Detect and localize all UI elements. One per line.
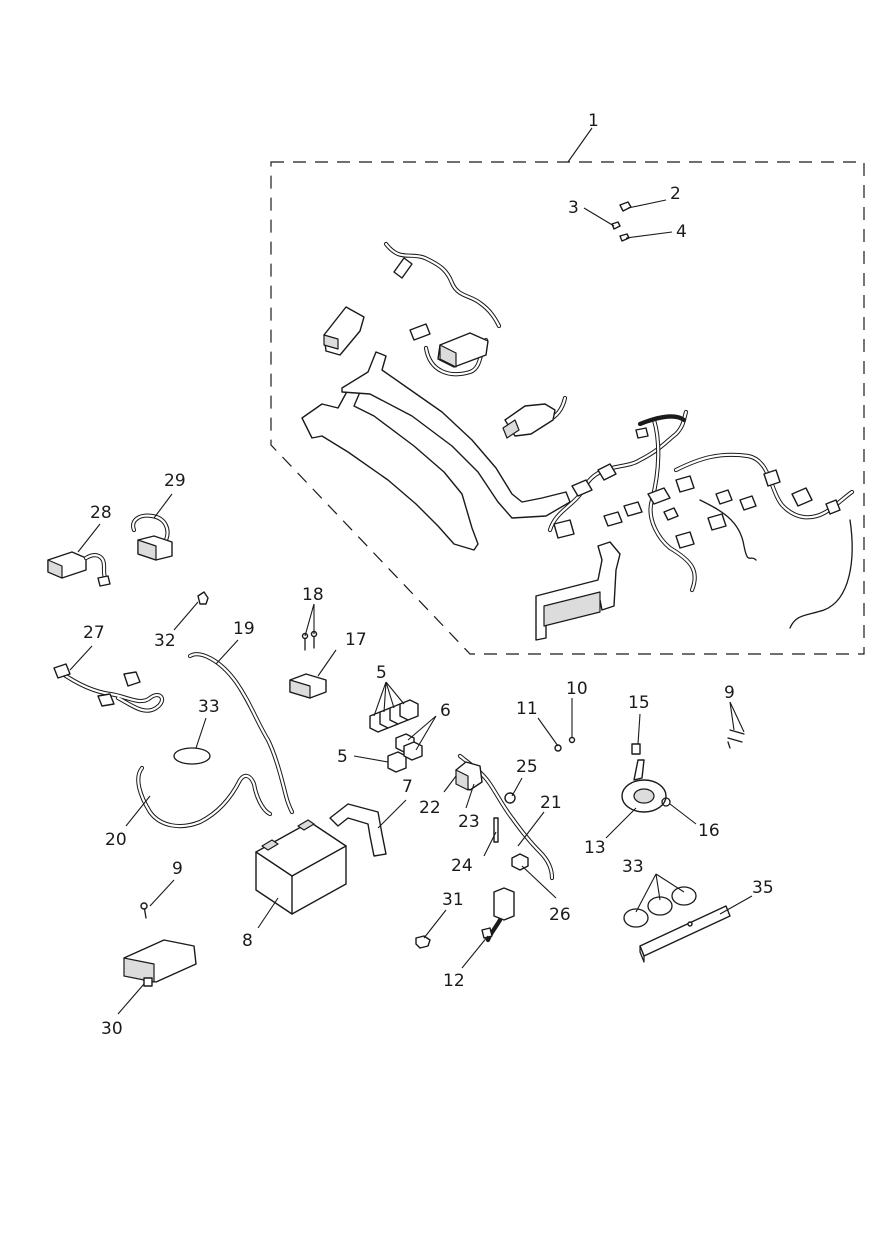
callout-16: 16: [698, 821, 720, 841]
item-20-pipe: [136, 765, 273, 829]
callout-29: 29: [164, 471, 186, 491]
item-13-horn: [621, 759, 667, 813]
item-16-washer: [661, 797, 671, 807]
item-19-pipe: [187, 652, 295, 815]
item-9-screw-left: [140, 902, 148, 919]
callout-33b: 33: [622, 857, 644, 877]
callout-1: 1: [588, 111, 599, 131]
callout-2: 2: [670, 184, 681, 204]
callout-13: 13: [584, 838, 606, 858]
item-24-pin: [493, 817, 499, 843]
callout-3: 3: [568, 198, 579, 218]
callout-35: 35: [752, 878, 774, 898]
item-25-grommet: [504, 792, 516, 804]
callout-31: 31: [442, 890, 464, 910]
callout-20: 20: [105, 830, 127, 850]
callout-5a: 5: [376, 663, 387, 683]
item-35-bracket: [639, 905, 731, 963]
item-7-bracket: [329, 803, 387, 857]
item-8-battery: [255, 819, 347, 915]
item-30-sensor: [123, 939, 197, 987]
callout-22: 22: [419, 798, 441, 818]
callout-15: 15: [628, 693, 650, 713]
callout-9a: 9: [724, 683, 735, 703]
item-18-screws: [301, 630, 318, 651]
item-33-band-left: [173, 747, 211, 765]
item-31-nut: [415, 935, 431, 949]
harness-bracket-tray: [535, 541, 621, 641]
callout-5b: 5: [337, 747, 348, 767]
callout-labels: 1 2 3 4 5 5 6 7 8 9 9 10 11 12 13 15 16 …: [83, 111, 774, 1039]
item-32-clip: [197, 591, 209, 605]
callout-33a: 33: [198, 697, 220, 717]
callout-25: 25: [516, 757, 538, 777]
callout-21: 21: [540, 793, 562, 813]
item-28-relay: [47, 551, 111, 587]
callout-12: 12: [443, 971, 465, 991]
clip-2: [619, 201, 632, 212]
callout-11: 11: [516, 699, 538, 719]
callout-23: 23: [458, 812, 480, 832]
callout-10: 10: [566, 679, 588, 699]
main-harness-assembly: [301, 201, 855, 641]
callout-4: 4: [676, 222, 687, 242]
callout-27: 27: [83, 623, 105, 643]
callout-26: 26: [549, 905, 571, 925]
callout-18: 18: [302, 585, 324, 605]
callout-28: 28: [90, 503, 112, 523]
item-5-relays: [369, 699, 419, 773]
item-10-washer: [568, 736, 576, 744]
callout-32: 32: [154, 631, 176, 651]
item-27-sub-harness: [53, 663, 165, 713]
item-11-screw: [554, 744, 562, 752]
kit-boundary-dashed: [270, 161, 865, 655]
item-29-fuse-holder: [131, 513, 173, 561]
harness-rail-upper: [341, 351, 571, 519]
item-9-screw-right: [727, 729, 745, 749]
callout-8: 8: [242, 931, 253, 951]
connector-bracket: [323, 306, 365, 356]
item-15-bolt: [631, 743, 641, 755]
item-33-rings: [623, 886, 697, 928]
item-12-switch: [481, 887, 515, 943]
item-22-switch: [455, 761, 483, 791]
leader-lines: [69, 127, 753, 1015]
callout-7: 7: [402, 777, 413, 797]
clip-3: [611, 221, 621, 230]
harness-rail-lower: [301, 385, 479, 551]
item-17-block: [289, 673, 327, 699]
item-21-cable: [457, 753, 555, 881]
callout-17: 17: [345, 630, 367, 650]
callout-24: 24: [451, 856, 473, 876]
callout-9b: 9: [172, 859, 183, 879]
callout-30: 30: [101, 1019, 123, 1039]
callout-6: 6: [440, 701, 451, 721]
callout-19: 19: [233, 619, 255, 639]
item-26-clip: [511, 853, 529, 871]
